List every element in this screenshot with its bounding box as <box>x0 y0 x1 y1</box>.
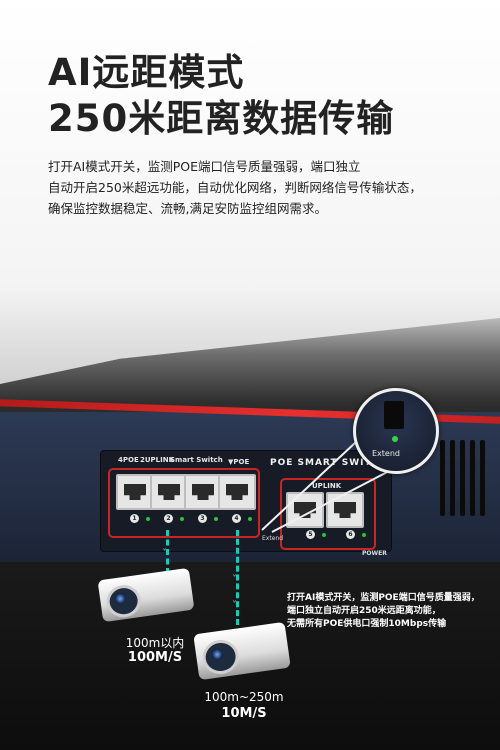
title-line-1: AI远距模式 <box>48 51 245 94</box>
poe-ports-highlight <box>108 468 260 538</box>
port-number-1: 1 <box>130 514 139 523</box>
status-led <box>214 517 218 521</box>
port-number-4: 4 <box>232 514 241 523</box>
info-line: 无需所有POE供电口强制10Mbps传输 <box>287 619 447 629</box>
cooling-vents <box>440 440 494 520</box>
ethernet-port-5 <box>286 492 324 528</box>
ethernet-port-6 <box>326 492 364 528</box>
info-line: 打开AI模式开关，监测POE端口信号质量强弱， <box>287 593 480 603</box>
status-led <box>362 533 366 537</box>
power-label: POWER <box>362 550 387 557</box>
info-line: 端口独立自动开启250米远距离功能， <box>287 606 441 616</box>
cable-connector-near <box>166 530 169 574</box>
near-range-label: 100m以内 <box>125 636 185 650</box>
ethernet-port-3 <box>184 474 222 510</box>
label-4poe: 4POE <box>118 456 139 464</box>
extend-led <box>392 436 398 442</box>
description: 打开AI模式开关，监测POE端口信号质量强弱，端口独立 自动开启250米超远功能… <box>48 156 468 219</box>
label-2uplink: 2UPLINK <box>140 456 175 464</box>
status-led <box>322 533 326 537</box>
toggle-switch-icon <box>384 401 404 429</box>
label-uplink: UPLINK <box>312 482 342 490</box>
description-line: 确保监控数据稳定、流畅,满足安防监控组网需求。 <box>48 201 327 216</box>
chevron-down-icon: ˅ <box>162 548 167 559</box>
switch-brand-text: POE SMART SWITCH <box>270 458 388 468</box>
far-range-label: 100m~250m <box>204 690 284 704</box>
label-poe: ▼POE <box>228 458 250 466</box>
ethernet-port-4 <box>218 474 256 510</box>
callout-line <box>271 467 396 533</box>
hero-section: AI远距模式 250米距离数据传输 打开AI模式开关，监测POE端口信号质量强弱… <box>48 50 468 219</box>
vent-slot <box>450 440 455 516</box>
port-number-2: 2 <box>164 514 173 523</box>
status-led <box>248 517 252 521</box>
uplink-ports-highlight <box>280 478 376 550</box>
port-number-5: 5 <box>306 530 315 539</box>
status-led <box>146 517 150 521</box>
label-smart-switch: Smart Switch <box>170 456 223 464</box>
title-line-2: 250米距离数据传输 <box>48 97 395 140</box>
info-text: 打开AI模式开关，监测POE端口信号质量强弱， 端口独立自动开启250米远距离功… <box>287 592 487 631</box>
extend-label: Extend <box>262 535 283 542</box>
vent-slot <box>440 440 445 516</box>
vent-slot <box>460 440 465 516</box>
ethernet-port-2 <box>150 474 188 510</box>
chevron-down-icon: ˅ <box>232 574 237 585</box>
vent-slot <box>470 440 475 516</box>
far-speed-label: 10M/S <box>221 706 267 721</box>
near-speed-label: 100M/S <box>127 650 183 665</box>
port-number-6: 6 <box>346 530 355 539</box>
vent-slot <box>480 440 485 516</box>
callout-line <box>261 441 357 531</box>
description-line: 自动开启250米超远功能，自动优化网络，判断网络信号传输状态， <box>48 180 422 195</box>
description-line: 打开AI模式开关，监测POE端口信号质量强弱，端口独立 <box>48 159 361 174</box>
chevron-down-icon: ˅ <box>232 600 237 611</box>
extend-switch-zoom: Extend <box>353 388 439 474</box>
cable-connector-far <box>236 530 239 625</box>
status-led <box>180 517 184 521</box>
zoom-extend-label: Extend <box>372 449 400 458</box>
port-number-3: 3 <box>198 514 207 523</box>
